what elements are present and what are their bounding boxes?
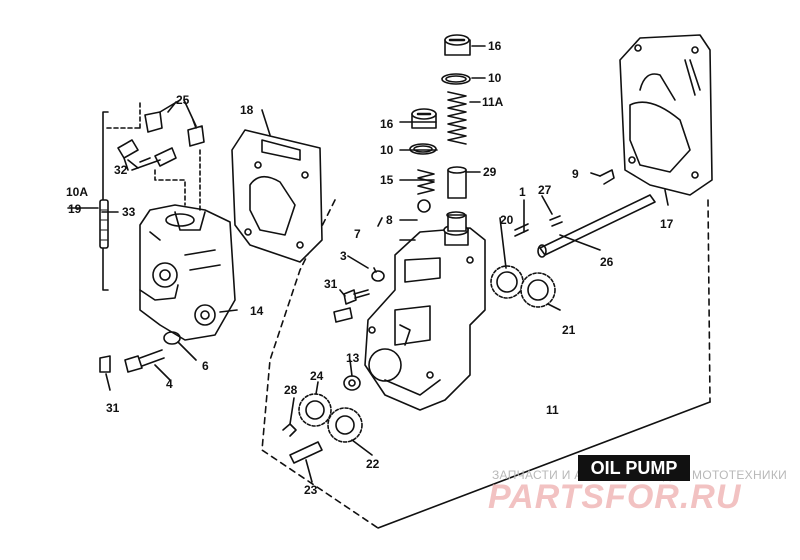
callout: 31 bbox=[106, 401, 120, 415]
callout: 19 bbox=[68, 202, 82, 216]
callout: 25 bbox=[176, 93, 190, 107]
gear-22 bbox=[327, 407, 363, 443]
fitting-32 bbox=[117, 139, 177, 169]
diagram-title: OIL PUMP bbox=[578, 455, 690, 481]
callout: 3 bbox=[340, 249, 347, 263]
callout: 14 bbox=[250, 304, 264, 318]
bushing-13 bbox=[343, 375, 361, 391]
callout: 10A bbox=[66, 185, 88, 199]
gasket-17 bbox=[619, 34, 713, 196]
gear-20 bbox=[490, 265, 524, 299]
washer-6 bbox=[163, 331, 181, 345]
callout: 20 bbox=[500, 213, 514, 227]
callout: 8 bbox=[386, 213, 393, 227]
callout: 16 bbox=[380, 117, 394, 131]
callout: 28 bbox=[284, 383, 298, 397]
spring-11a bbox=[447, 91, 467, 145]
callout: 18 bbox=[240, 103, 254, 117]
callout: 31 bbox=[324, 277, 338, 291]
screw-31-lower bbox=[99, 355, 111, 373]
callout: 15 bbox=[380, 173, 394, 187]
screw-31-upper bbox=[333, 307, 353, 323]
pin-23 bbox=[289, 441, 323, 464]
pump-body bbox=[364, 211, 486, 411]
cap-screw-16 bbox=[411, 34, 471, 129]
callout: 21 bbox=[562, 323, 576, 337]
callout: 17 bbox=[660, 217, 674, 231]
spring-15 bbox=[417, 169, 435, 195]
callout: 32 bbox=[114, 163, 128, 177]
pin-27 bbox=[549, 215, 563, 227]
plunger-29 bbox=[447, 166, 467, 199]
callout: 22 bbox=[366, 457, 380, 471]
ball-8 bbox=[417, 199, 431, 213]
callout: 16 bbox=[488, 39, 502, 53]
shaft-26 bbox=[537, 194, 656, 258]
o-ring-10 bbox=[441, 73, 471, 85]
callout: 23 bbox=[304, 483, 318, 497]
clip-9 bbox=[599, 169, 615, 185]
callout: 33 bbox=[122, 205, 136, 219]
gear-21 bbox=[520, 272, 556, 308]
assembly-outline-dashed bbox=[261, 199, 379, 529]
key-1 bbox=[514, 223, 529, 237]
callout: 11 bbox=[546, 403, 559, 417]
callout-labels: 16 10 11A 16 10 15 29 8 1 27 9 17 25 18 … bbox=[66, 39, 674, 497]
callout: 1 bbox=[519, 185, 526, 199]
callout: 11A bbox=[482, 95, 504, 109]
callout: 10 bbox=[488, 71, 502, 85]
callout: 27 bbox=[538, 183, 552, 197]
washer-7 bbox=[371, 270, 385, 282]
callout: 26 bbox=[600, 255, 614, 269]
callout: 4 bbox=[166, 377, 173, 391]
callout: 9 bbox=[572, 167, 579, 181]
pin-33 bbox=[99, 199, 109, 249]
callout: 6 bbox=[202, 359, 209, 373]
watermark-logo: PARTSFOR.RU bbox=[488, 478, 742, 516]
screw-4 bbox=[124, 349, 165, 373]
gasket-18 bbox=[231, 129, 323, 263]
pump-cover-left bbox=[139, 204, 236, 341]
callout: 13 bbox=[346, 351, 360, 365]
callout: 24 bbox=[310, 369, 324, 383]
ring-28 bbox=[282, 423, 297, 437]
gear-24 bbox=[298, 393, 332, 427]
screw-3 bbox=[343, 289, 370, 305]
callout: 7 bbox=[354, 227, 361, 241]
assembly-11-bracket bbox=[377, 401, 711, 529]
callout: 10 bbox=[380, 143, 394, 157]
callout: 29 bbox=[483, 165, 497, 179]
